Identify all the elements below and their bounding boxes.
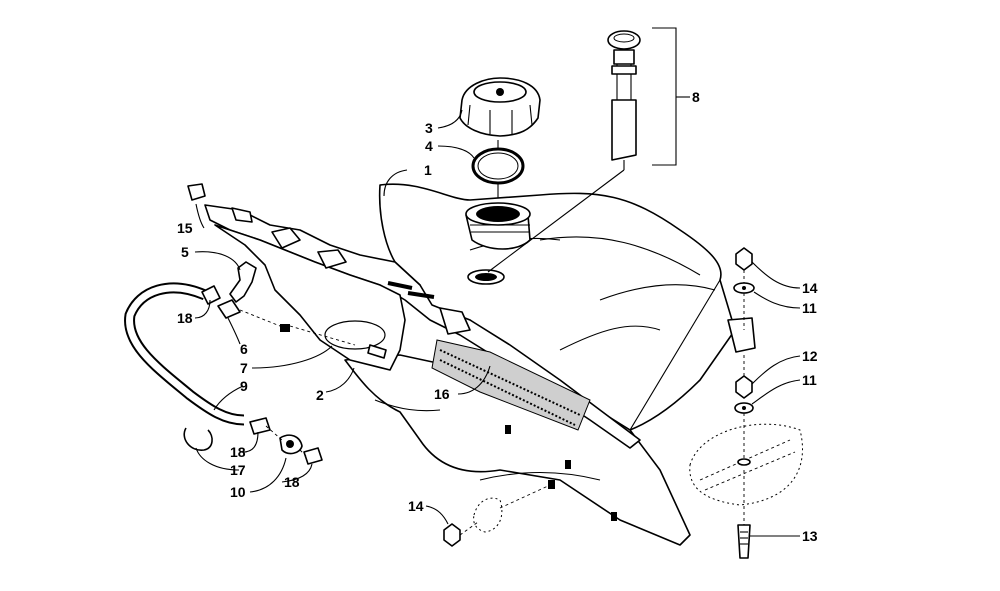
- leader-lines: [194, 109, 801, 537]
- callout-6: 6: [240, 341, 248, 357]
- callout-10: 10: [230, 484, 246, 500]
- fuel-pickup: [289, 320, 387, 359]
- tank-mounting-rail: [204, 204, 756, 449]
- callout-2: 2: [316, 387, 324, 403]
- callout-14-lower: 14: [408, 498, 424, 514]
- callout-14-upper: 14: [802, 280, 818, 296]
- hose-clamp: [229, 261, 257, 303]
- fuel-cap: [459, 77, 541, 137]
- callout-12: 12: [802, 348, 818, 364]
- hardware-lower-right: [689, 355, 803, 559]
- callout-18-right: 18: [284, 474, 300, 490]
- callout-11-upper: 11: [802, 300, 817, 316]
- o-ring: [471, 147, 525, 185]
- callout-4: 4: [425, 138, 433, 154]
- spring-clamp: [183, 427, 213, 451]
- hardware-upper-right: [733, 247, 755, 330]
- callout-9: 9: [240, 378, 248, 394]
- callout-18-upper: 18: [177, 310, 193, 326]
- callout-11-lower: 11: [802, 372, 817, 388]
- callout-3: 3: [425, 120, 433, 136]
- callout-16: 16: [434, 386, 450, 402]
- callout-5: 5: [181, 244, 189, 260]
- fuel-sender: [487, 30, 641, 273]
- tank-lower-body: [344, 354, 691, 546]
- callout-17: 17: [230, 462, 246, 478]
- callout-13: 13: [802, 528, 818, 544]
- fuel-filter-assembly: [249, 417, 323, 465]
- callout-7: 7: [240, 360, 248, 376]
- callout-18-middle: 18: [230, 444, 246, 460]
- callout-1: 1: [424, 162, 432, 178]
- callout-8: 8: [692, 89, 700, 105]
- filler-neck: [465, 202, 531, 250]
- hardware-lower-left: [443, 485, 549, 547]
- decal: [431, 339, 591, 431]
- fitting-upper: [201, 285, 286, 329]
- callout-labels: 1 2 3 4 5 6 7 8 9 10 11 11 12 13 14 14 1…: [177, 89, 818, 544]
- callout-15: 15: [177, 220, 193, 236]
- clip: [187, 183, 206, 201]
